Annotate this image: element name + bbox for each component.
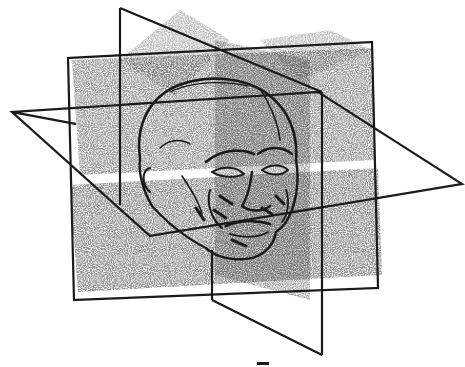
base-mark	[257, 362, 269, 365]
stipple-shading	[70, 10, 382, 300]
